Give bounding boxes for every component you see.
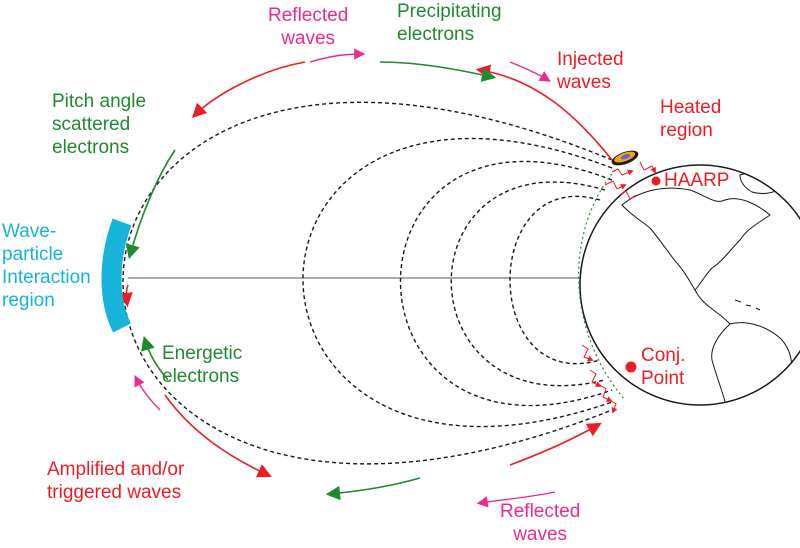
- amplified-waves-path: [164, 394, 272, 478]
- outer-field-line: [122, 101, 613, 465]
- earth-globe-icon: [579, 164, 800, 406]
- label-reflected-waves-bottom: Reflected waves: [500, 501, 581, 545]
- interaction-region-band: [101, 218, 132, 333]
- energetic-arrow-left: [134, 374, 161, 411]
- label-injected-waves: Injected waves: [557, 49, 624, 93]
- interaction-arrow: [118, 284, 133, 308]
- conj-point-marker: [625, 361, 637, 373]
- reflected-waves-top-path: [191, 61, 306, 119]
- magenta-arrows: [134, 48, 556, 508]
- label-wave-particle-region: Wave- particle Interaction region: [2, 221, 91, 311]
- label-energetic-electrons: Energetic electrons: [162, 343, 243, 387]
- field-line-3: [399, 160, 613, 406]
- injected-waves-path: [475, 64, 613, 161]
- pitch-angle-electrons-path: [125, 149, 176, 260]
- central-america-outline: [694, 289, 731, 325]
- energetic-electrons-bottom-path: [325, 477, 421, 501]
- precipitating-electrons-path: [379, 61, 497, 82]
- field-line-4: [302, 137, 613, 428]
- heater-antenna-icon: [611, 150, 639, 166]
- field-lines: [302, 137, 613, 428]
- precipitating-arrow-top: [509, 61, 551, 82]
- earth-group: [578, 164, 800, 406]
- field-line-1: [509, 195, 601, 365]
- heated-region-waves: [604, 161, 656, 200]
- label-conj-point: Conj. Point: [641, 345, 686, 389]
- energetic-electrons-path: [141, 335, 169, 381]
- south-america-outline: [711, 322, 793, 405]
- north-america-outline: [621, 187, 771, 291]
- reflected-arrow-bottom: [476, 491, 556, 508]
- label-precipitating-electrons: Precipitating electrons: [397, 1, 502, 45]
- outer-line-overlays: [118, 61, 613, 501]
- reflected-waves-bottom-path: [509, 422, 602, 466]
- haarp-marker: [651, 176, 661, 186]
- label-amplified-triggered: Amplified and/or triggered waves: [47, 459, 185, 503]
- reflected-arrow-top: [309, 48, 366, 63]
- field-line-2: [450, 181, 606, 387]
- label-reflected-waves-top: Reflected waves: [268, 5, 349, 49]
- label-heated-region: Heated region: [660, 97, 722, 141]
- label-pitch-angle-scattered: Pitch angle scattered electrons: [52, 91, 147, 158]
- caribbean-islands: [734, 299, 761, 311]
- label-haarp: HAARP: [664, 170, 730, 191]
- conj-point-waves: [581, 344, 618, 414]
